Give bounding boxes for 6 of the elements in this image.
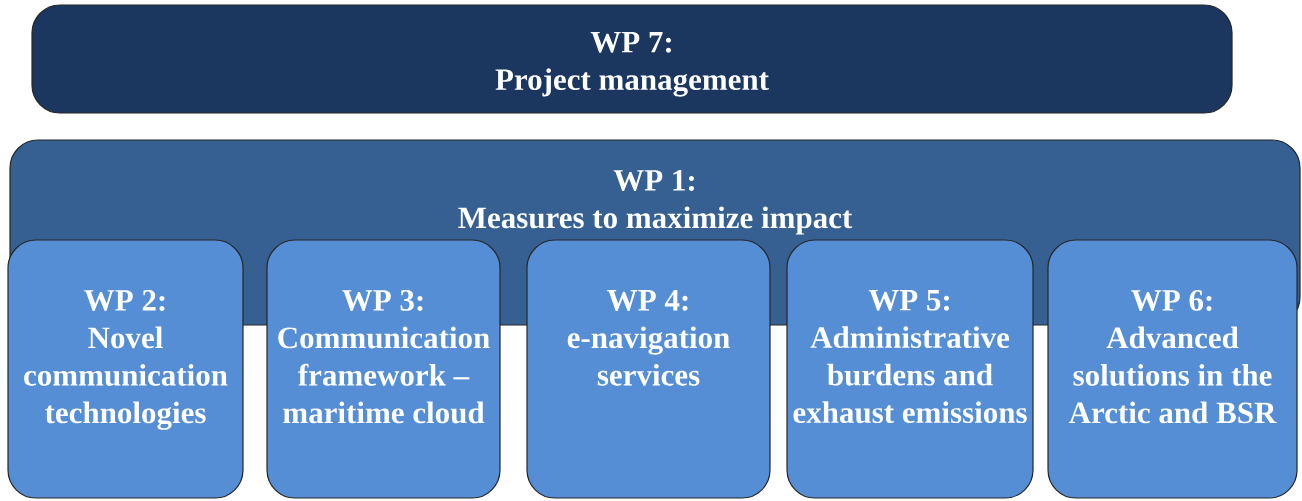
work-package-box: WP 2: Novel communication technologies: [7, 239, 244, 499]
work-package-box: WP 7: Project management: [31, 4, 1233, 114]
work-package-box: WP 4: e-navigation services: [526, 239, 771, 499]
work-package-box: WP 6: Advanced solutions in the Arctic and BSR: [1047, 239, 1298, 499]
work-package-box: WP 3: Communication framework – maritime cloud: [266, 239, 501, 499]
work-package-box: WP 5: Administrative burdens and exhaust emissions: [786, 239, 1034, 499]
